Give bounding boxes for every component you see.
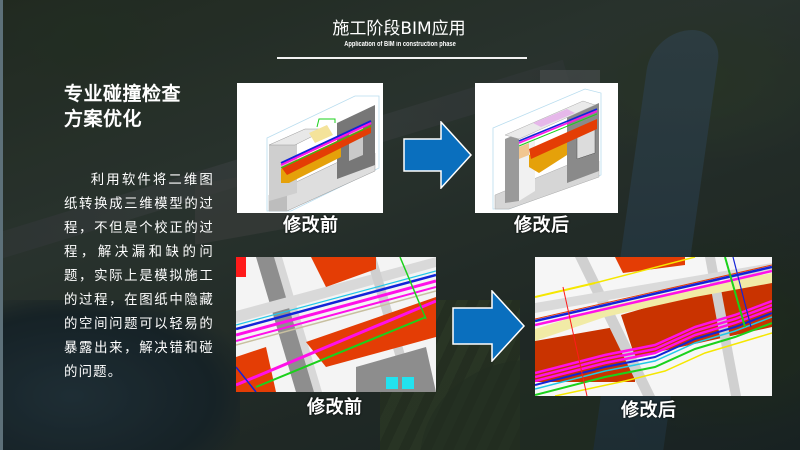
before-model-image-1 [237,83,383,213]
after-model-image-1 [475,83,618,213]
bim-pipe-layout-after-graphic [535,257,772,396]
right-arrow-icon [452,290,526,362]
lake [0,300,240,450]
slide-title: 施工阶段BIM应用 [332,19,466,39]
title-underline [277,57,527,59]
slide-subtitle: Application of BIM in construction phase [344,41,456,48]
description-text: 利用软件将二维图纸转换成三维模型的过程，不但是个校正的过程，解决漏和缺的问题，实… [64,173,214,380]
section-heading: 专业碰撞检查 方案优化 [64,82,224,132]
heading-line-1: 专业碰撞检查 [64,83,182,105]
heading-line-2: 方案优化 [64,108,143,130]
description-panel: 专业碰撞检查 方案优化 利用软件将二维图纸转换成三维模型的过程，不但是个校正的过… [64,82,224,385]
edge-strip [0,0,3,450]
right-arrow-icon [403,121,473,189]
bim-pipe-layout-before-graphic [236,257,436,392]
before-caption-2: 修改前 [307,397,363,418]
after-caption-2: 修改后 [621,400,677,421]
bim-section-model-before-graphic [266,95,380,212]
after-caption-1: 修改后 [514,215,570,236]
after-pipe-image-2 [535,257,772,396]
bim-section-model-after-graphic [492,88,602,210]
slide-header: 施工阶段BIM应用 Application of BIM in construc… [0,18,800,49]
before-pipe-image-2 [236,257,436,392]
before-caption-1: 修改前 [283,215,339,236]
